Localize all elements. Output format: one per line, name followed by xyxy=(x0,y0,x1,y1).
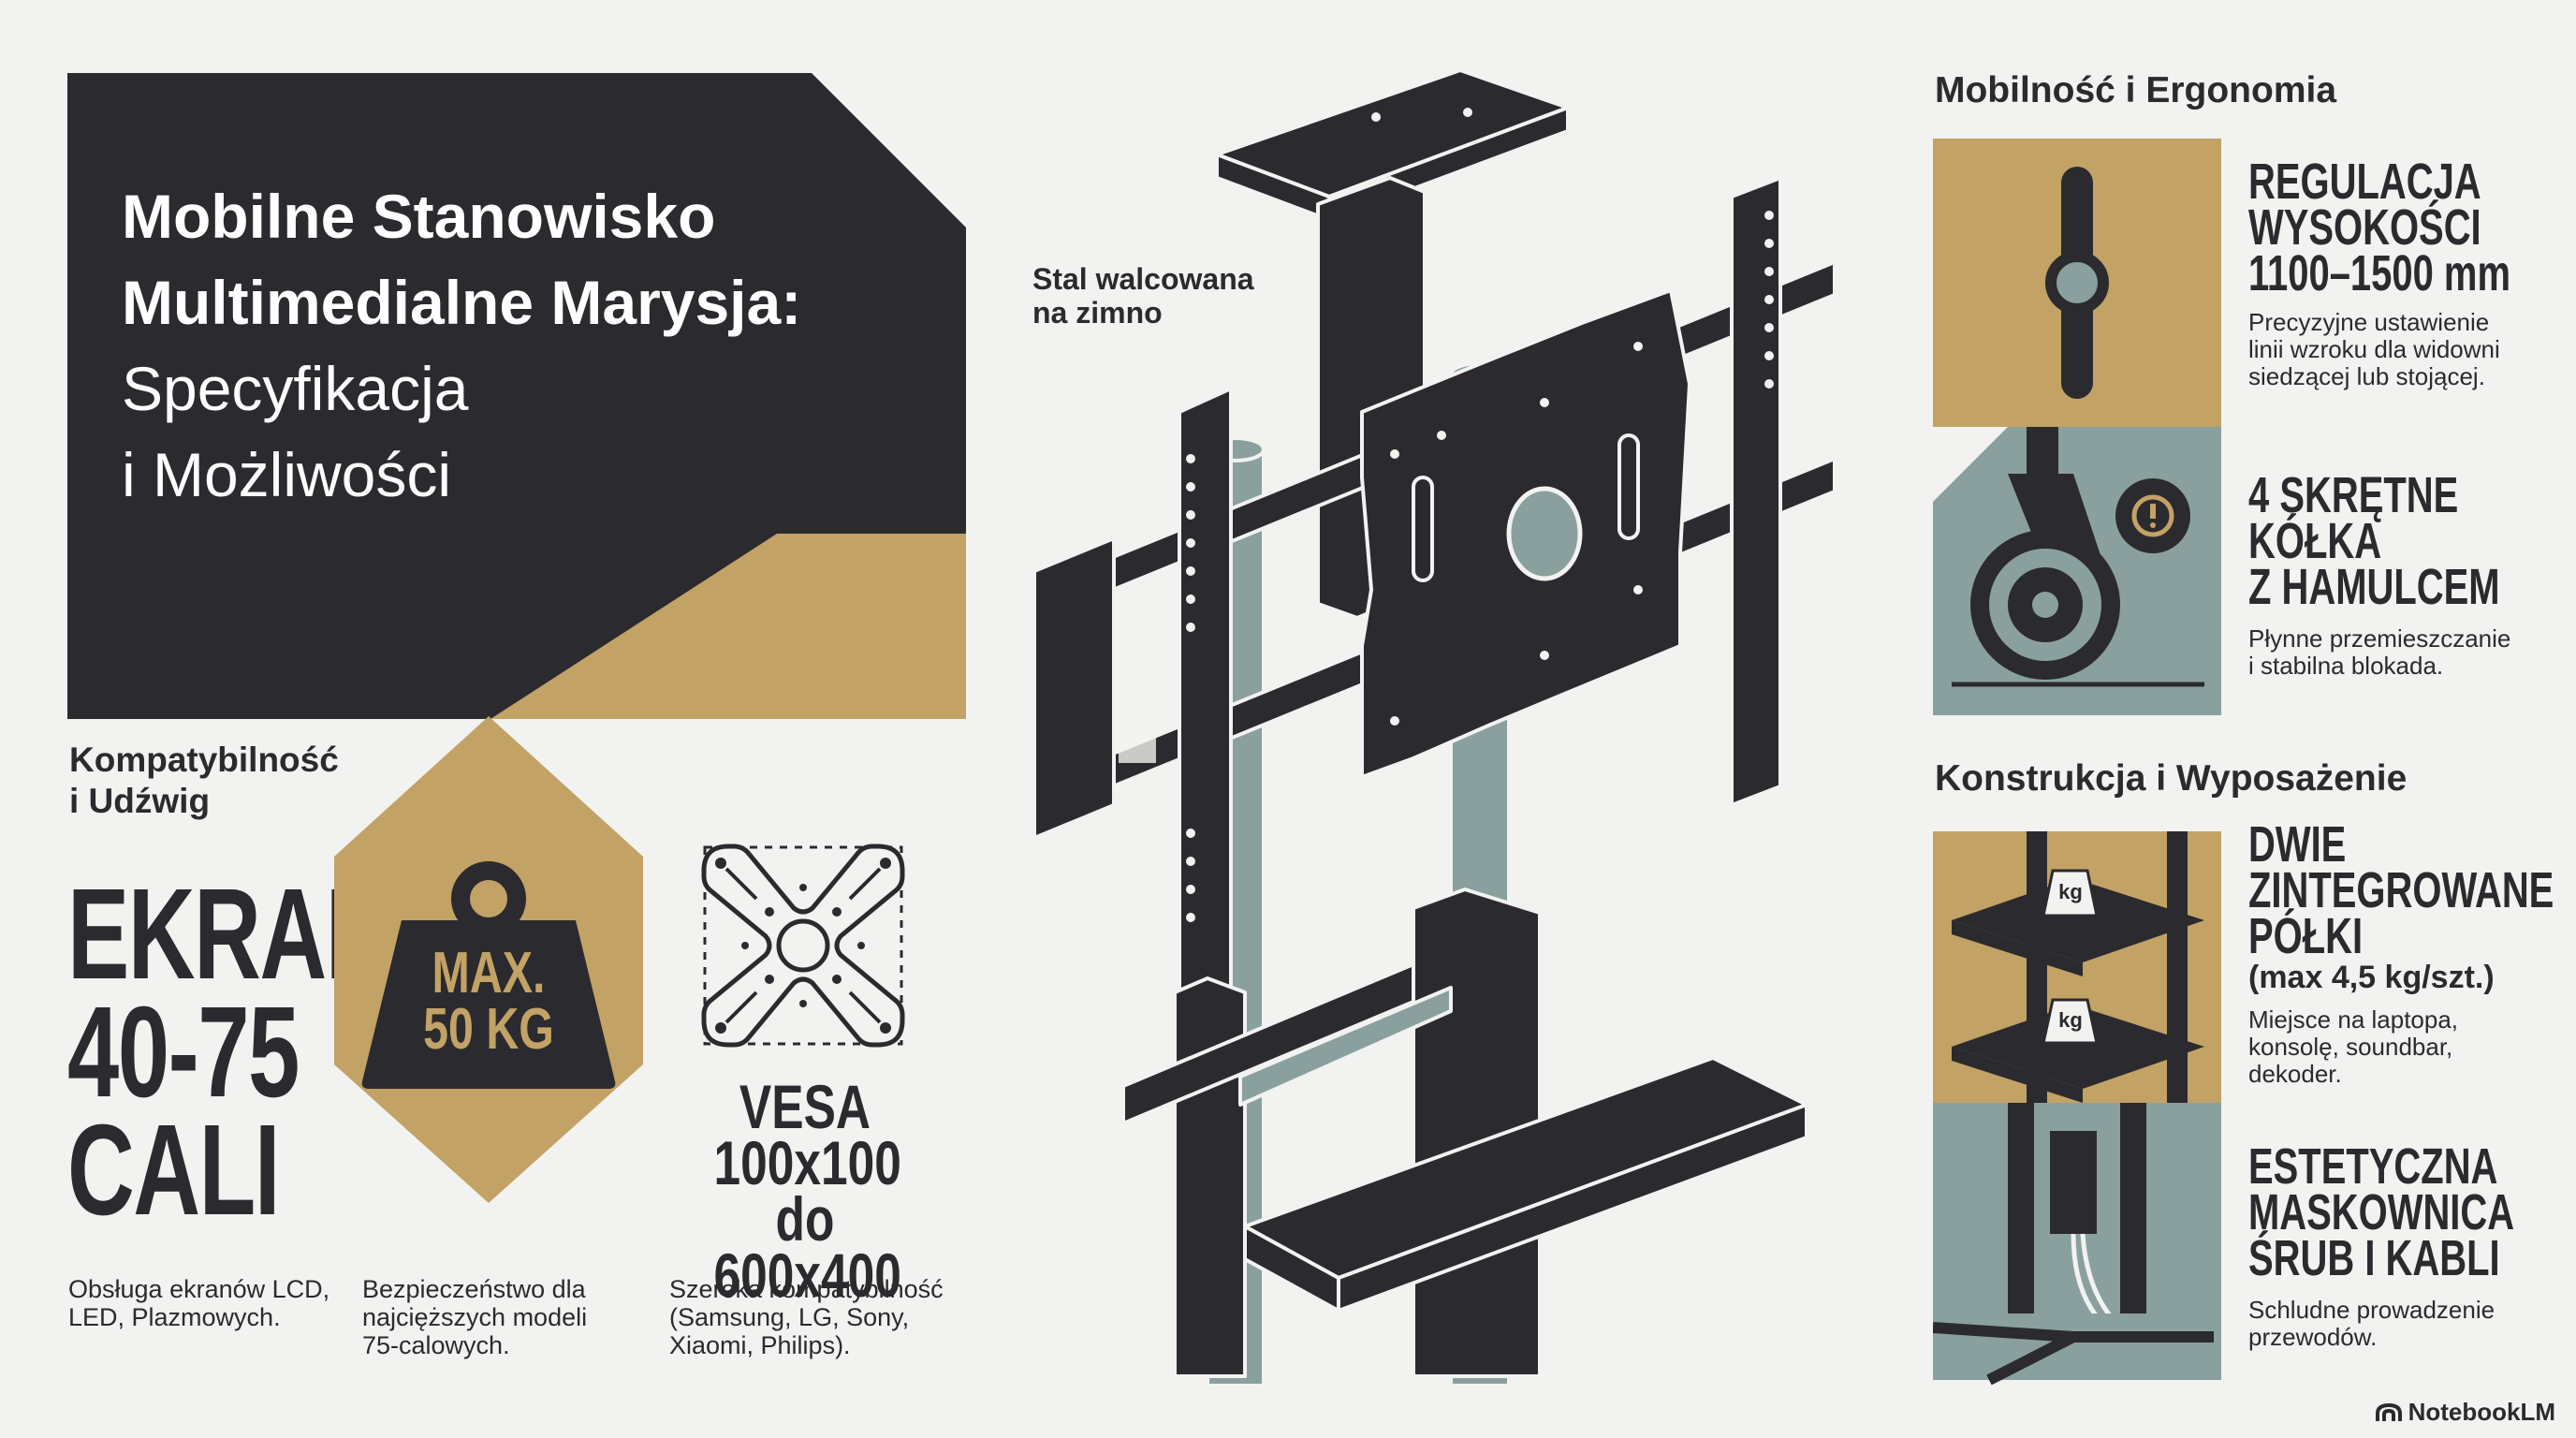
vesa-label: VESA 100x100 do 600x400 xyxy=(688,1072,922,1310)
weight-badge xyxy=(334,716,643,1203)
logo-text: NotebookLM xyxy=(2408,1398,2555,1426)
weight-description: Bezpieczeństwo dla najcięższych modeli 7… xyxy=(362,1275,587,1359)
cable-cover-icon xyxy=(1933,1103,2221,1386)
title-gold-band xyxy=(67,534,966,719)
vesa-desc-line-2: (Samsung, LG, Sony, xyxy=(669,1303,910,1331)
cover-title-line-3: ŚRUB I KABLI xyxy=(2248,1230,2500,1286)
vesa-line-2: 100x100 xyxy=(713,1128,901,1197)
wheels-description: Płynne przemieszczanie i stabilna blokad… xyxy=(2248,625,2529,680)
material-label: Stal walcowana na zimno xyxy=(1032,262,1254,330)
wheels-title-line-1: 4 SKRĘTNE xyxy=(2248,467,2459,523)
screen-desc-line-1: Obsługa ekranów LCD, xyxy=(68,1275,330,1303)
caster-wheel-icon xyxy=(1952,427,2204,687)
vesa-line-3: do 600x400 xyxy=(713,1184,901,1310)
height-description: Precyzyjne ustawienie linii wzroku dla w… xyxy=(2248,309,2529,390)
height-tile xyxy=(1933,139,2221,427)
cover-title: ESTETYCZNA MASKOWNICA ŚRUB I KABLI xyxy=(2248,1138,2576,1286)
wheels-desc-line-2: i stabilna blokada. xyxy=(2248,652,2444,680)
title-line-1: Mobilne Stanowisko xyxy=(122,182,716,251)
shelf-kg-label-top: kg xyxy=(2058,880,2083,903)
wheels-title-line-3: Z HAMULCEM xyxy=(2248,559,2500,615)
cable-cover-tile xyxy=(1933,1103,2221,1386)
shelf-icon xyxy=(1952,869,2204,1103)
cover-desc-line-2: przewodów. xyxy=(2248,1323,2378,1351)
height-slider-icon xyxy=(2045,167,2109,399)
shelves-description: Miejsce na laptopa, konsolę, soundbar, d… xyxy=(2248,1006,2529,1088)
shelves-title-line-2: ZINTEGROWANE xyxy=(2248,862,2554,918)
height-title-line-1: REGULACJA xyxy=(2248,154,2481,210)
brake-icon xyxy=(2115,478,2190,553)
wheels-title-line-2: KÓŁKA xyxy=(2248,513,2382,569)
cover-title-line-1: ESTETYCZNA xyxy=(2248,1138,2498,1195)
notebooklm-logo-icon xyxy=(2375,1402,2402,1421)
vesa-line-1: VESA xyxy=(739,1072,871,1141)
shelves-title-line-1: DWIE xyxy=(2248,816,2347,873)
mobility-heading: Mobilność i Ergonomia xyxy=(1935,70,2337,110)
weight-line-1: MAX. xyxy=(432,941,546,1005)
weight-desc-line-3: 75-calowych. xyxy=(362,1331,510,1359)
screen-desc-line-2: LED, Plazmowych. xyxy=(68,1303,281,1331)
shelves-desc-line-2: konsolę, soundbar, xyxy=(2248,1033,2453,1061)
height-desc-line-2: linii wzroku dla widowni xyxy=(2248,335,2500,363)
vesa-description: Szeroka kompatybilność (Samsung, LG, Son… xyxy=(669,1275,944,1359)
screen-description: Obsługa ekranów LCD, LED, Plazmowych. xyxy=(68,1275,329,1331)
title-line-4: i Możliwości xyxy=(122,440,452,509)
wheels-tile xyxy=(1933,427,2221,715)
shelves-desc-line-3: dekoder. xyxy=(2248,1060,2342,1088)
screen-size-line-2: 40-75 xyxy=(67,980,300,1124)
material-line-1: Stal walcowana xyxy=(1032,262,1254,296)
cover-title-line-2: MASKOWNICA xyxy=(2248,1184,2515,1240)
cover-desc-line-1: Schludne prowadzenie xyxy=(2248,1296,2496,1324)
shelf-kg-label-bottom: kg xyxy=(2058,1008,2083,1032)
weight-icon xyxy=(361,861,616,1089)
shelves-subtitle: (max 4,5 kg/szt.) xyxy=(2248,960,2495,995)
construction-heading: Konstrukcja i Wyposażenie xyxy=(1935,758,2408,799)
shelves-title: DWIE ZINTEGROWANE PÓŁKI xyxy=(2248,816,2576,964)
height-desc-line-1: Precyzyjne ustawienie xyxy=(2248,308,2490,336)
material-line-2: na zimno xyxy=(1032,296,1163,330)
vesa-desc-line-3: Xiaomi, Philips). xyxy=(669,1331,851,1359)
height-title: REGULACJA WYSOKOŚCI 1100–1500 mm xyxy=(2248,154,2576,301)
vesa-plate-icon xyxy=(701,844,905,1048)
notebooklm-logo: NotebookLM xyxy=(2375,1398,2555,1427)
weight-capacity: MAX. 50 KG xyxy=(372,941,606,1062)
height-title-line-2: WYSOKOŚCI xyxy=(2248,199,2481,256)
weight-line-2: 50 KG xyxy=(423,997,554,1062)
compatibility-heading-line-1: Kompatybilność xyxy=(69,741,339,779)
stand-illustration xyxy=(1032,68,1837,1386)
title-line-3: Specyfikacja xyxy=(122,354,469,423)
compatibility-heading: Kompatybilność i Udźwig xyxy=(69,740,339,822)
height-desc-line-3: siedzącej lub stojącej. xyxy=(2248,362,2485,390)
wheels-desc-line-1: Płynne przemieszczanie xyxy=(2248,624,2511,653)
wheels-title: 4 SKRĘTNE KÓŁKA Z HAMULCEM xyxy=(2248,467,2576,615)
weight-desc-line-1: Bezpieczeństwo dla xyxy=(362,1275,586,1303)
cover-description: Schludne prowadzenie przewodów. xyxy=(2248,1297,2529,1351)
height-title-line-3: 1100–1500 mm xyxy=(2248,245,2510,301)
vesa-desc-line-1: Szeroka kompatybilność xyxy=(669,1275,944,1303)
shelves-tile xyxy=(1933,831,2221,1105)
screen-size-line-3: CALI xyxy=(67,1098,280,1242)
compatibility-heading-line-2: i Udźwig xyxy=(69,782,211,820)
title-line-2: Multimedialne Marysja: xyxy=(122,268,802,337)
shelves-title-line-3: PÓŁKI xyxy=(2248,908,2364,964)
weight-desc-line-2: najcięższych modeli xyxy=(362,1303,588,1331)
shelves-desc-line-1: Miejsce na laptopa, xyxy=(2248,1005,2459,1034)
page-title: Mobilne Stanowisko Multimedialne Marysja… xyxy=(122,173,801,518)
